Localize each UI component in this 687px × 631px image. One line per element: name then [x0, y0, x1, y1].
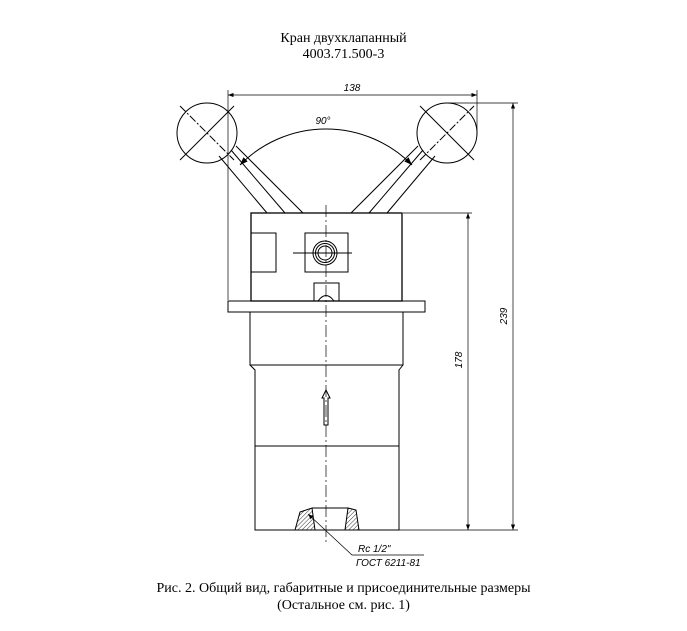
valve-body — [227, 205, 426, 545]
left-handle — [176, 102, 304, 214]
drawing-number: 4003.71.500-3 — [302, 47, 385, 62]
dimension-total-height: 239 — [499, 307, 510, 325]
thread-label: Rc 1/2" — [358, 544, 391, 555]
flow-arrow-icon — [321, 388, 331, 426]
dimension-body-height: 178 — [454, 351, 465, 368]
dimension-angle: 90° — [315, 116, 330, 127]
figure-caption-note: (Остальное см. рис. 1) — [277, 598, 410, 613]
dimension-width: 138 — [344, 83, 361, 94]
angle-arc — [239, 128, 413, 166]
figure-caption: Рис. 2. Общий вид, габаритные и присоеди… — [156, 581, 531, 596]
right-handle — [350, 102, 478, 214]
drawing-title: Кран двухклапанный — [280, 31, 407, 46]
thread-standard: ГОСТ 6211-81 — [356, 558, 421, 569]
